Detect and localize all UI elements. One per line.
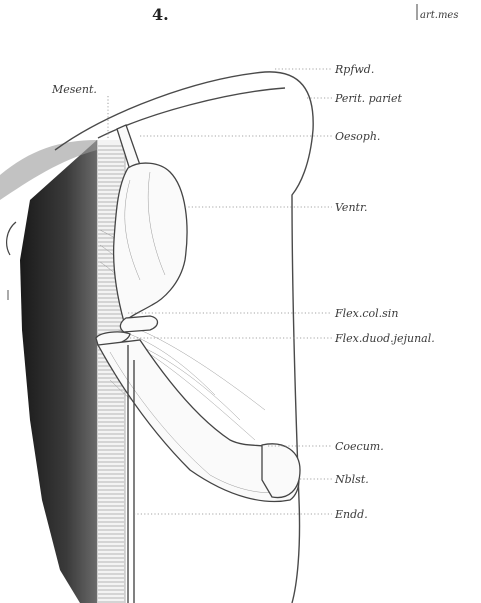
label-endd: Endd.	[334, 508, 368, 521]
label-oesoph: Oesoph.	[335, 130, 380, 143]
margin-mark	[7, 222, 16, 255]
label-flex-col-sin: Flex.col.sin	[334, 307, 398, 320]
body-wall-shading	[20, 140, 97, 603]
label-rpfwd: Rpfwd.	[334, 63, 374, 76]
label-nblst: Nblst.	[334, 473, 369, 486]
label-flex-duod-jejunal: Flex.duod.jejunal.	[334, 332, 435, 345]
label-mesent: Mesent.	[51, 83, 97, 96]
corner-label: art.mes	[420, 10, 458, 21]
label-perit-pariet: Perit. pariet	[334, 92, 402, 105]
figure-number: 4.	[152, 5, 169, 24]
stomach	[114, 163, 187, 322]
label-ventr: Ventr.	[335, 201, 368, 214]
label-coecum: Coecum.	[335, 440, 384, 453]
duodenal-loop	[120, 316, 157, 332]
caecum	[262, 444, 300, 498]
